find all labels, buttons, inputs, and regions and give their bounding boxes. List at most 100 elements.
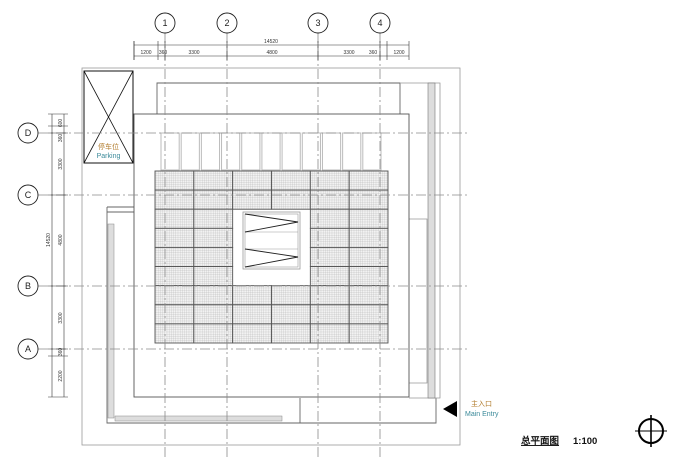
top-dimensions: 14520 1200 360 3300 4800 3300 360 1200 — [133, 39, 410, 60]
solar-panel — [348, 208, 389, 229]
solar-panel — [348, 304, 389, 325]
top-total-dim: 14520 — [264, 39, 278, 45]
axis-bubble-1: 1 — [154, 12, 176, 34]
svg-text:D: D — [25, 128, 32, 138]
solar-panel — [348, 170, 389, 191]
solar-panel — [154, 266, 195, 287]
solar-panel — [309, 285, 350, 306]
solar-panel — [232, 323, 272, 344]
parking-label-en: Parking — [97, 153, 121, 160]
solar-panel — [309, 208, 350, 229]
drawing-scale: 1:100 — [573, 436, 597, 447]
svg-text:3300: 3300 — [58, 312, 64, 323]
platform-outline — [106, 206, 437, 424]
top-module — [281, 132, 301, 171]
axis-bubble-4: 4 — [369, 12, 391, 34]
right-inner-wall — [409, 218, 428, 384]
axis-bubble-2: 2 — [216, 12, 238, 34]
svg-text:B: B — [25, 281, 31, 291]
solar-panel-array — [154, 170, 389, 344]
svg-text:2200: 2200 — [58, 370, 64, 381]
axis-bubble-A: A — [17, 338, 39, 360]
solar-panel — [348, 266, 389, 287]
right-railing — [427, 82, 436, 399]
svg-text:3300: 3300 — [188, 50, 199, 56]
svg-text:A: A — [25, 344, 31, 354]
top-module — [261, 132, 281, 171]
svg-text:3: 3 — [315, 18, 320, 28]
top-module-row — [160, 132, 382, 171]
svg-text:4800: 4800 — [58, 234, 64, 245]
svg-text:4: 4 — [377, 18, 382, 28]
axis-bubble-C: C — [17, 184, 39, 206]
stair — [242, 211, 301, 270]
entry-label-en: Main Entry — [465, 411, 499, 418]
solar-panel — [271, 170, 311, 191]
svg-text:360: 360 — [369, 50, 378, 56]
top-module — [180, 132, 200, 171]
solar-panel — [232, 285, 272, 306]
solar-panel — [309, 266, 350, 287]
solar-panel — [309, 170, 350, 191]
svg-text:1200: 1200 — [140, 50, 151, 56]
solar-panel — [232, 189, 272, 210]
solar-panel — [154, 285, 195, 306]
solar-panel — [154, 189, 195, 210]
left-total-dim: 14520 — [46, 233, 52, 247]
svg-text:360: 360 — [159, 50, 168, 56]
solar-panel — [154, 208, 195, 229]
svg-text:360: 360 — [58, 348, 64, 357]
solar-panel — [154, 304, 195, 325]
entry-arrow-icon — [443, 401, 457, 417]
solar-panel — [348, 227, 389, 248]
solar-panel — [154, 227, 195, 248]
solar-panel — [309, 246, 350, 268]
svg-text:3300: 3300 — [343, 50, 354, 56]
solar-panel — [348, 323, 389, 344]
solar-panel — [348, 189, 389, 210]
axis-bubble-D: D — [17, 122, 39, 144]
solar-panel — [154, 170, 195, 191]
svg-text:360: 360 — [58, 134, 64, 143]
bottom-railing — [114, 415, 283, 422]
solar-panel — [154, 246, 195, 268]
top-module — [362, 132, 382, 171]
svg-text:3300: 3300 — [58, 158, 64, 169]
top-module — [200, 132, 221, 171]
top-module — [241, 132, 261, 171]
solar-panel — [271, 304, 311, 325]
svg-text:1200: 1200 — [393, 50, 404, 56]
solar-panel — [232, 304, 272, 325]
solar-panel — [232, 170, 272, 191]
solar-panel — [309, 304, 350, 325]
axis-bubble-B: B — [17, 275, 39, 297]
svg-text:2: 2 — [224, 18, 229, 28]
entry-label-cn: 主入口 — [471, 399, 492, 408]
axis-lines — [38, 33, 470, 460]
north-arrow-icon — [635, 415, 667, 447]
parking-label-cn: 停车位 — [98, 142, 119, 151]
solar-panel — [271, 189, 311, 210]
solar-panel — [309, 227, 350, 248]
top-module — [221, 132, 241, 171]
svg-text:600: 600 — [58, 119, 64, 128]
solar-panel — [348, 285, 389, 306]
drawing-title: 总平面图 — [521, 435, 559, 447]
parking-space: 停车位 Parking — [83, 70, 134, 164]
solar-panel — [309, 189, 350, 210]
left-dimensions: 14520 600 360 3300 4800 3300 360 2200 — [46, 113, 68, 398]
site-boundary — [81, 67, 461, 446]
solar-panel — [348, 246, 389, 268]
svg-text:4800: 4800 — [266, 50, 277, 56]
svg-text:1: 1 — [162, 18, 167, 28]
top-module — [342, 132, 362, 171]
svg-text:C: C — [25, 190, 32, 200]
solar-panel — [271, 285, 311, 306]
top-module — [321, 132, 342, 171]
upper-structure — [156, 82, 401, 114]
solar-panel — [271, 323, 311, 344]
solar-panel — [309, 323, 350, 344]
axis-bubble-3: 3 — [307, 12, 329, 34]
top-module — [160, 132, 180, 171]
